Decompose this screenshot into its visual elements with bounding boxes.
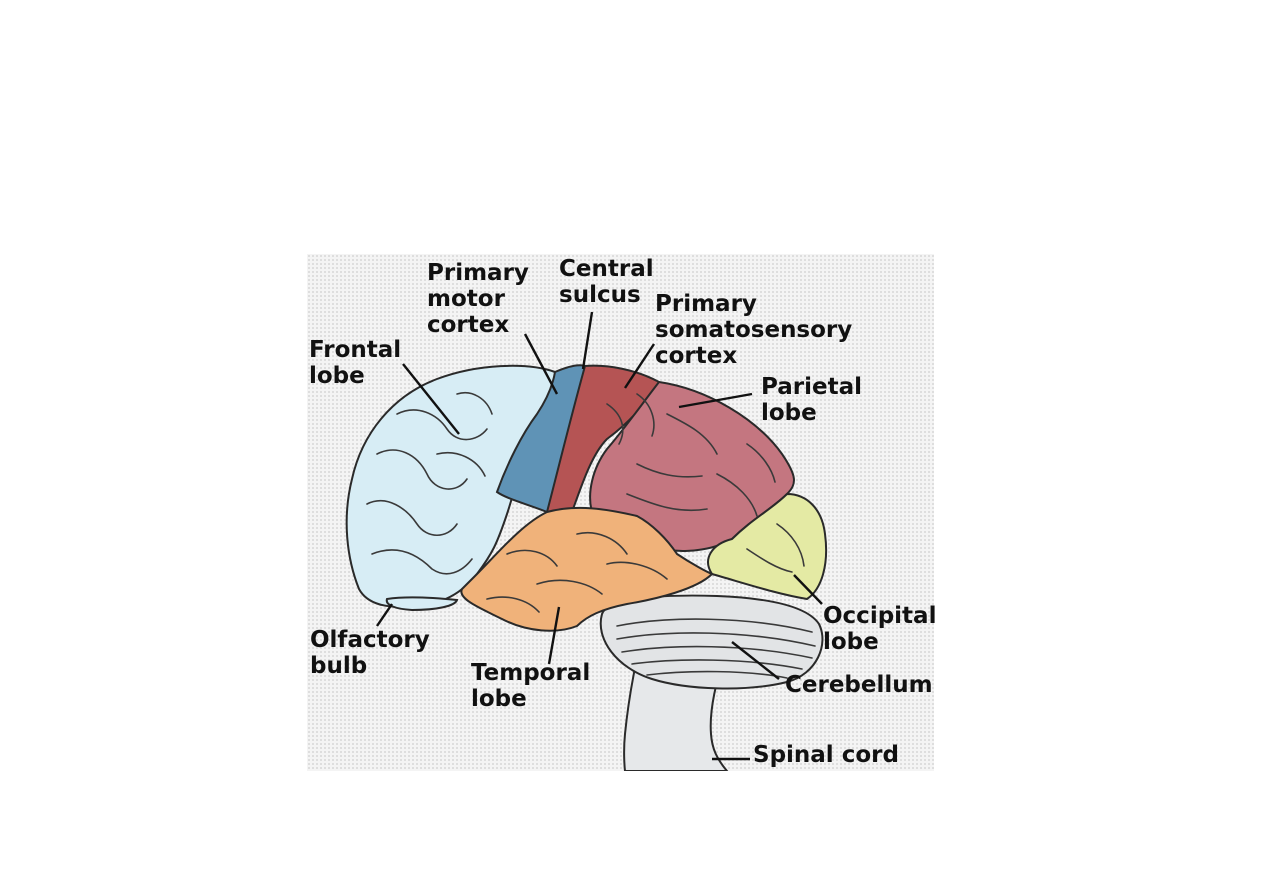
label-primary-motor-cortex: Primary motor cortex <box>427 260 529 338</box>
brain-diagram: Primary motor cortex Central sulcus Prim… <box>307 254 936 771</box>
label-spinal-cord: Spinal cord <box>753 742 899 768</box>
label-primary-motor-cortex-line3: cortex <box>427 312 510 338</box>
label-temporal-lobe-line2: lobe <box>471 686 527 712</box>
label-primary-somatosensory-cortex-line3: cortex <box>655 343 738 369</box>
label-cerebellum-line1: Cerebellum <box>785 672 933 698</box>
label-frontal-lobe-line2: lobe <box>309 363 365 389</box>
leader-central-sulcus <box>581 311 594 370</box>
label-cerebellum: Cerebellum <box>785 672 933 698</box>
parietal-lobe-region <box>589 380 795 552</box>
label-occipital-lobe-line2: lobe <box>823 629 879 655</box>
label-central-sulcus-line2: sulcus <box>559 282 641 308</box>
leader-parietal-lobe <box>678 392 753 409</box>
olfactory-bulb-region <box>385 596 459 612</box>
brain-illustration <box>345 311 828 771</box>
temporal-lobe-region <box>460 506 714 632</box>
label-primary-somatosensory-cortex-line1: Primary <box>655 291 757 317</box>
label-occipital-lobe-line1: Occipital <box>823 603 937 629</box>
label-olfactory-bulb-line1: Olfactory <box>310 627 430 653</box>
label-spinal-cord-line1: Spinal cord <box>753 742 899 768</box>
label-temporal-lobe: Temporal lobe <box>471 660 590 712</box>
label-parietal-lobe-line1: Parietal <box>761 374 862 400</box>
label-occipital-lobe: Occipital lobe <box>823 603 936 655</box>
label-frontal-lobe-line1: Frontal <box>309 337 402 363</box>
leader-olfactory-bulb <box>376 603 393 627</box>
leader-occipital-lobe <box>793 574 823 605</box>
label-parietal-lobe: Parietal lobe <box>761 374 862 426</box>
label-central-sulcus: Central sulcus <box>559 256 654 308</box>
label-olfactory-bulb-line2: bulb <box>310 653 368 679</box>
label-primary-somatosensory-cortex: Primary somatosensory cortex <box>655 291 852 369</box>
label-frontal-lobe: Frontal lobe <box>309 337 401 389</box>
label-primary-motor-cortex-line1: Primary <box>427 260 529 286</box>
label-parietal-lobe-line2: lobe <box>761 400 817 426</box>
label-temporal-lobe-line1: Temporal <box>471 660 591 686</box>
leader-cerebellum <box>731 641 780 680</box>
cortex-folds <box>366 392 805 613</box>
label-primary-motor-cortex-line2: motor <box>427 286 505 312</box>
label-olfactory-bulb: Olfactory bulb <box>310 627 430 679</box>
cerebellum-region <box>599 594 824 690</box>
leader-primary-somatosensory-cortex <box>623 343 656 389</box>
primary-somatosensory-cortex-region <box>545 364 661 514</box>
leader-lines <box>376 311 823 761</box>
label-central-sulcus-line1: Central <box>559 256 654 282</box>
leader-frontal-lobe <box>402 363 460 435</box>
leader-primary-motor-cortex <box>523 333 559 395</box>
leader-temporal-lobe <box>547 606 561 665</box>
label-primary-somatosensory-cortex-line2: somatosensory <box>655 317 853 343</box>
occipital-lobe-region <box>707 492 828 601</box>
